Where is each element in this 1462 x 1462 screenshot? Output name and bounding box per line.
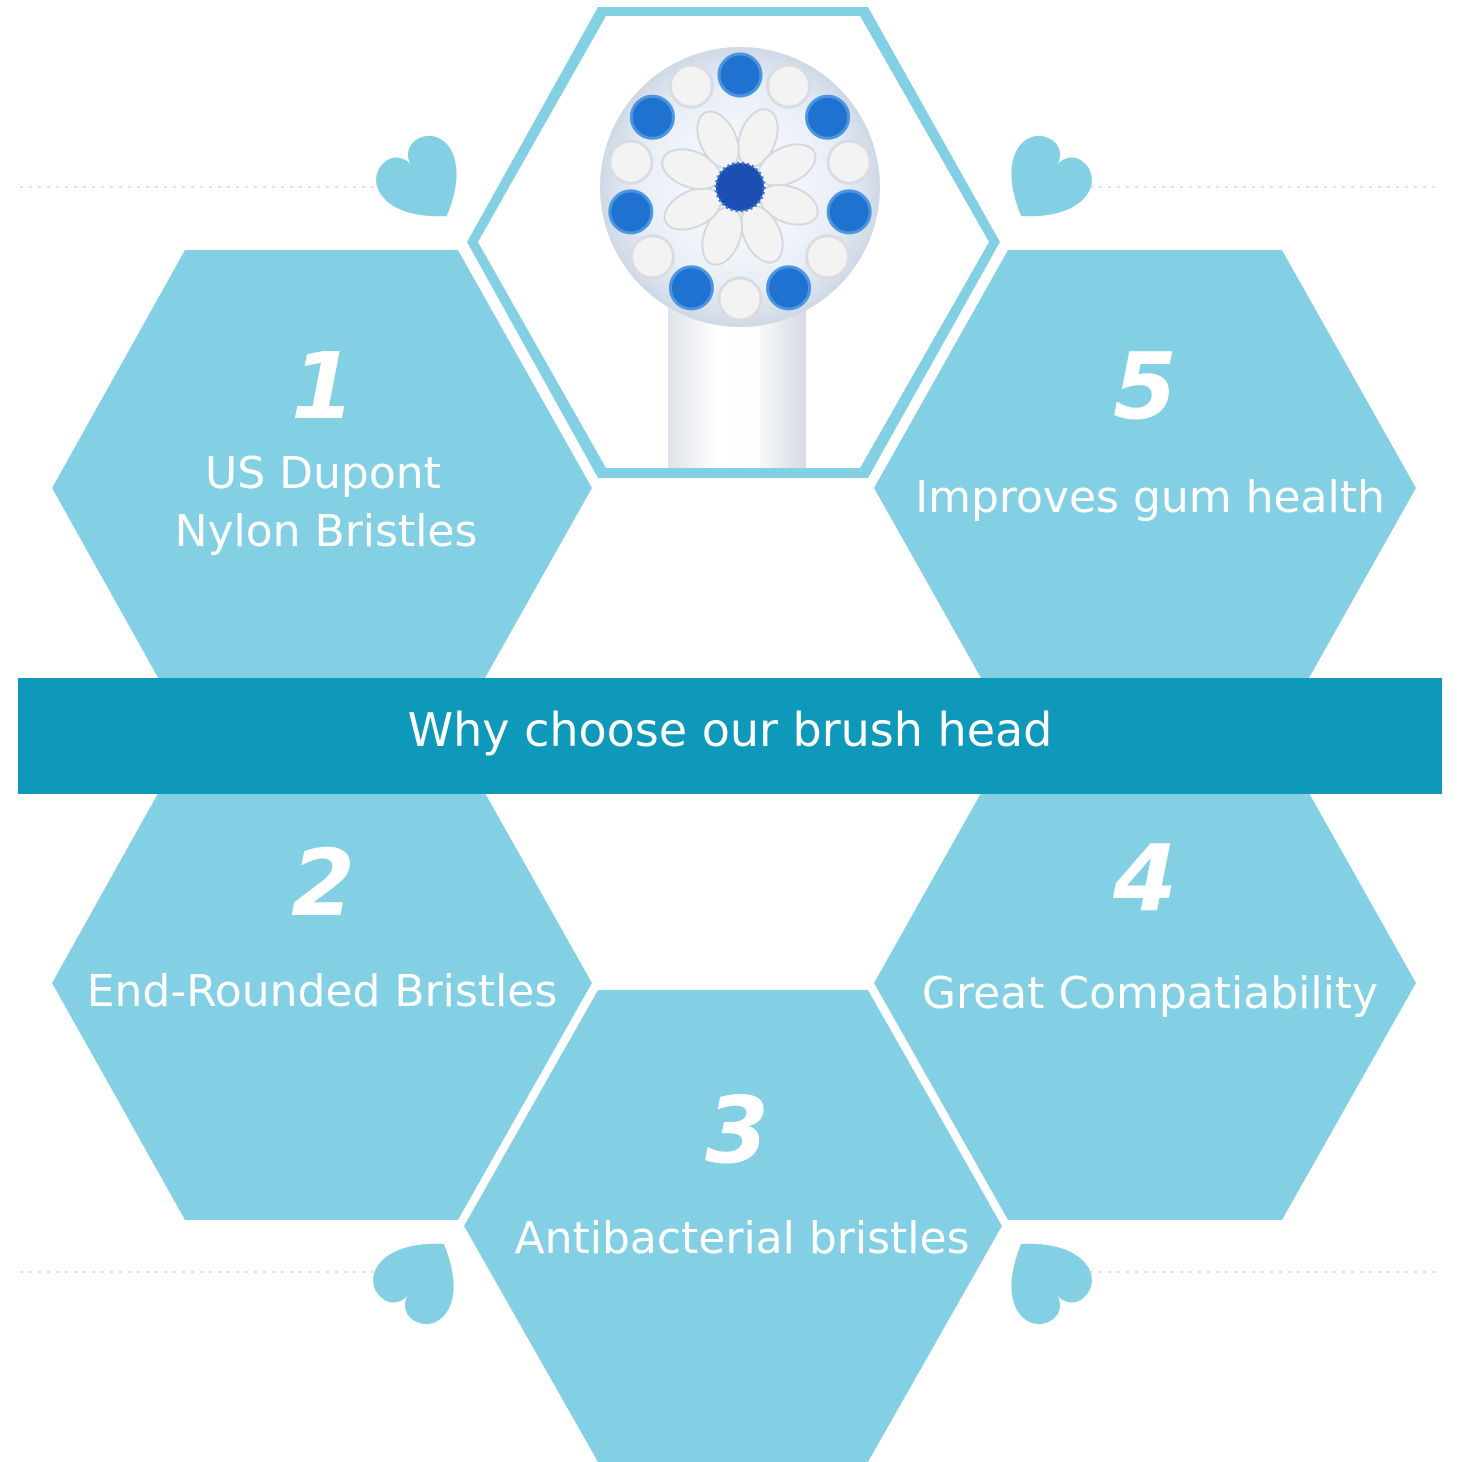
feature-hexagon-1 [52,250,592,726]
bristle-tuft [766,63,812,109]
feature-number-2: 2 [291,830,355,937]
bristle-tuft [717,276,763,322]
feature-number-3: 3 [705,1077,769,1184]
bristle-tuft [826,189,872,235]
bristle-tuft [805,94,851,140]
bristle-tuft [668,265,714,311]
bristle-tuft [608,189,654,235]
feature-number-5: 5 [1113,333,1177,440]
feature-label-3: Antibacterial bristles [515,1213,970,1264]
bristle-tuft [805,234,851,280]
heart-icon [1011,135,1092,217]
banner-title: Why choose our brush head [408,703,1053,757]
feature-label-5: Improves gum health [915,472,1385,523]
bristle-tuft [766,265,812,311]
feature-label-4: Great Compatiability [922,968,1378,1019]
feature-label-1b: Nylon Bristles [175,506,478,557]
bristle-tuft [629,234,675,280]
feature-label-1a: US Dupont [205,448,441,499]
feature-hexagon-5 [874,250,1416,726]
bristle-tuft [629,94,675,140]
heart-icon [376,135,457,217]
feature-number-1: 1 [291,333,355,440]
bristle-tuft [717,52,763,98]
brush-head-image [600,47,880,468]
feature-hexagon-2 [52,745,592,1220]
bristle-tuft [826,139,872,185]
heart-icon [373,1243,454,1325]
heart-icon [1011,1243,1092,1325]
feature-label-2: End-Rounded Bristles [87,966,558,1017]
bristle-tuft [608,139,654,185]
feature-number-4: 4 [1112,825,1177,932]
feature-hexagon-3 [464,990,1002,1462]
title-banner [18,678,1442,794]
feature-hexagon-4 [874,745,1416,1220]
bristle-tuft [668,63,714,109]
